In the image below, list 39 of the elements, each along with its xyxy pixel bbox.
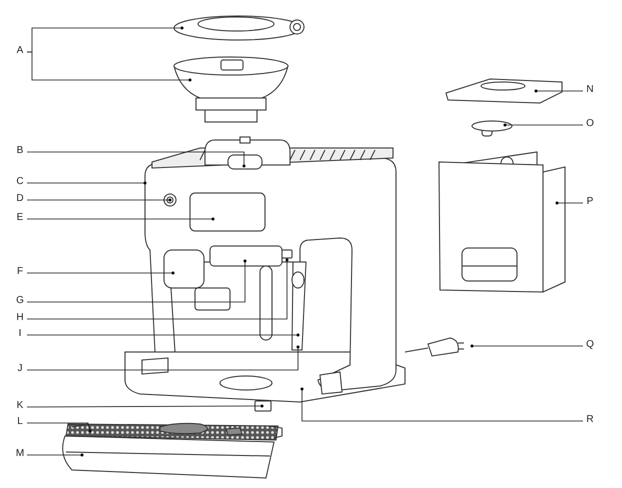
callout-letter: C [13, 176, 27, 190]
callout-letter: F [13, 266, 27, 280]
drip-tray-grill-drawing [65, 422, 282, 440]
callout-letter: B [13, 145, 27, 159]
leader-line [26, 182, 146, 184]
leader-line [504, 124, 584, 126]
leader-line [26, 218, 214, 220]
callout-letter: Q [583, 339, 597, 353]
leader-line [26, 454, 84, 456]
leader-line [534, 90, 584, 92]
leader-line [300, 388, 584, 422]
callout-letter: G [13, 295, 27, 309]
callout-letter: K [13, 400, 27, 414]
leader-line [556, 202, 584, 204]
callout-letter: P [583, 196, 597, 210]
leader-line [26, 422, 92, 432]
callout-letter: M [13, 448, 27, 462]
callout-letter: L [13, 416, 27, 430]
drip-tray-lever [254, 400, 272, 412]
callout-letter: D [13, 193, 27, 207]
drip-tray-drawing [62, 436, 274, 478]
leader-line [26, 260, 246, 302]
callout-letter: E [13, 212, 27, 226]
leader-line [26, 198, 172, 202]
leader-line [26, 52, 192, 82]
callout-letter: I [13, 328, 27, 342]
callout-letter: O [583, 118, 597, 132]
leader-line [26, 404, 264, 408]
callout-letter: H [13, 312, 27, 326]
leader-line [26, 258, 288, 320]
callout-letter: N [583, 84, 597, 98]
callout-letter: A [13, 45, 27, 59]
leader-line [26, 346, 300, 370]
callout-letter: J [13, 363, 27, 377]
leader-line [26, 272, 174, 274]
leader-line [26, 334, 300, 336]
callout-letter: R [583, 414, 597, 428]
leader-line [470, 344, 584, 348]
leader-line [26, 152, 246, 168]
